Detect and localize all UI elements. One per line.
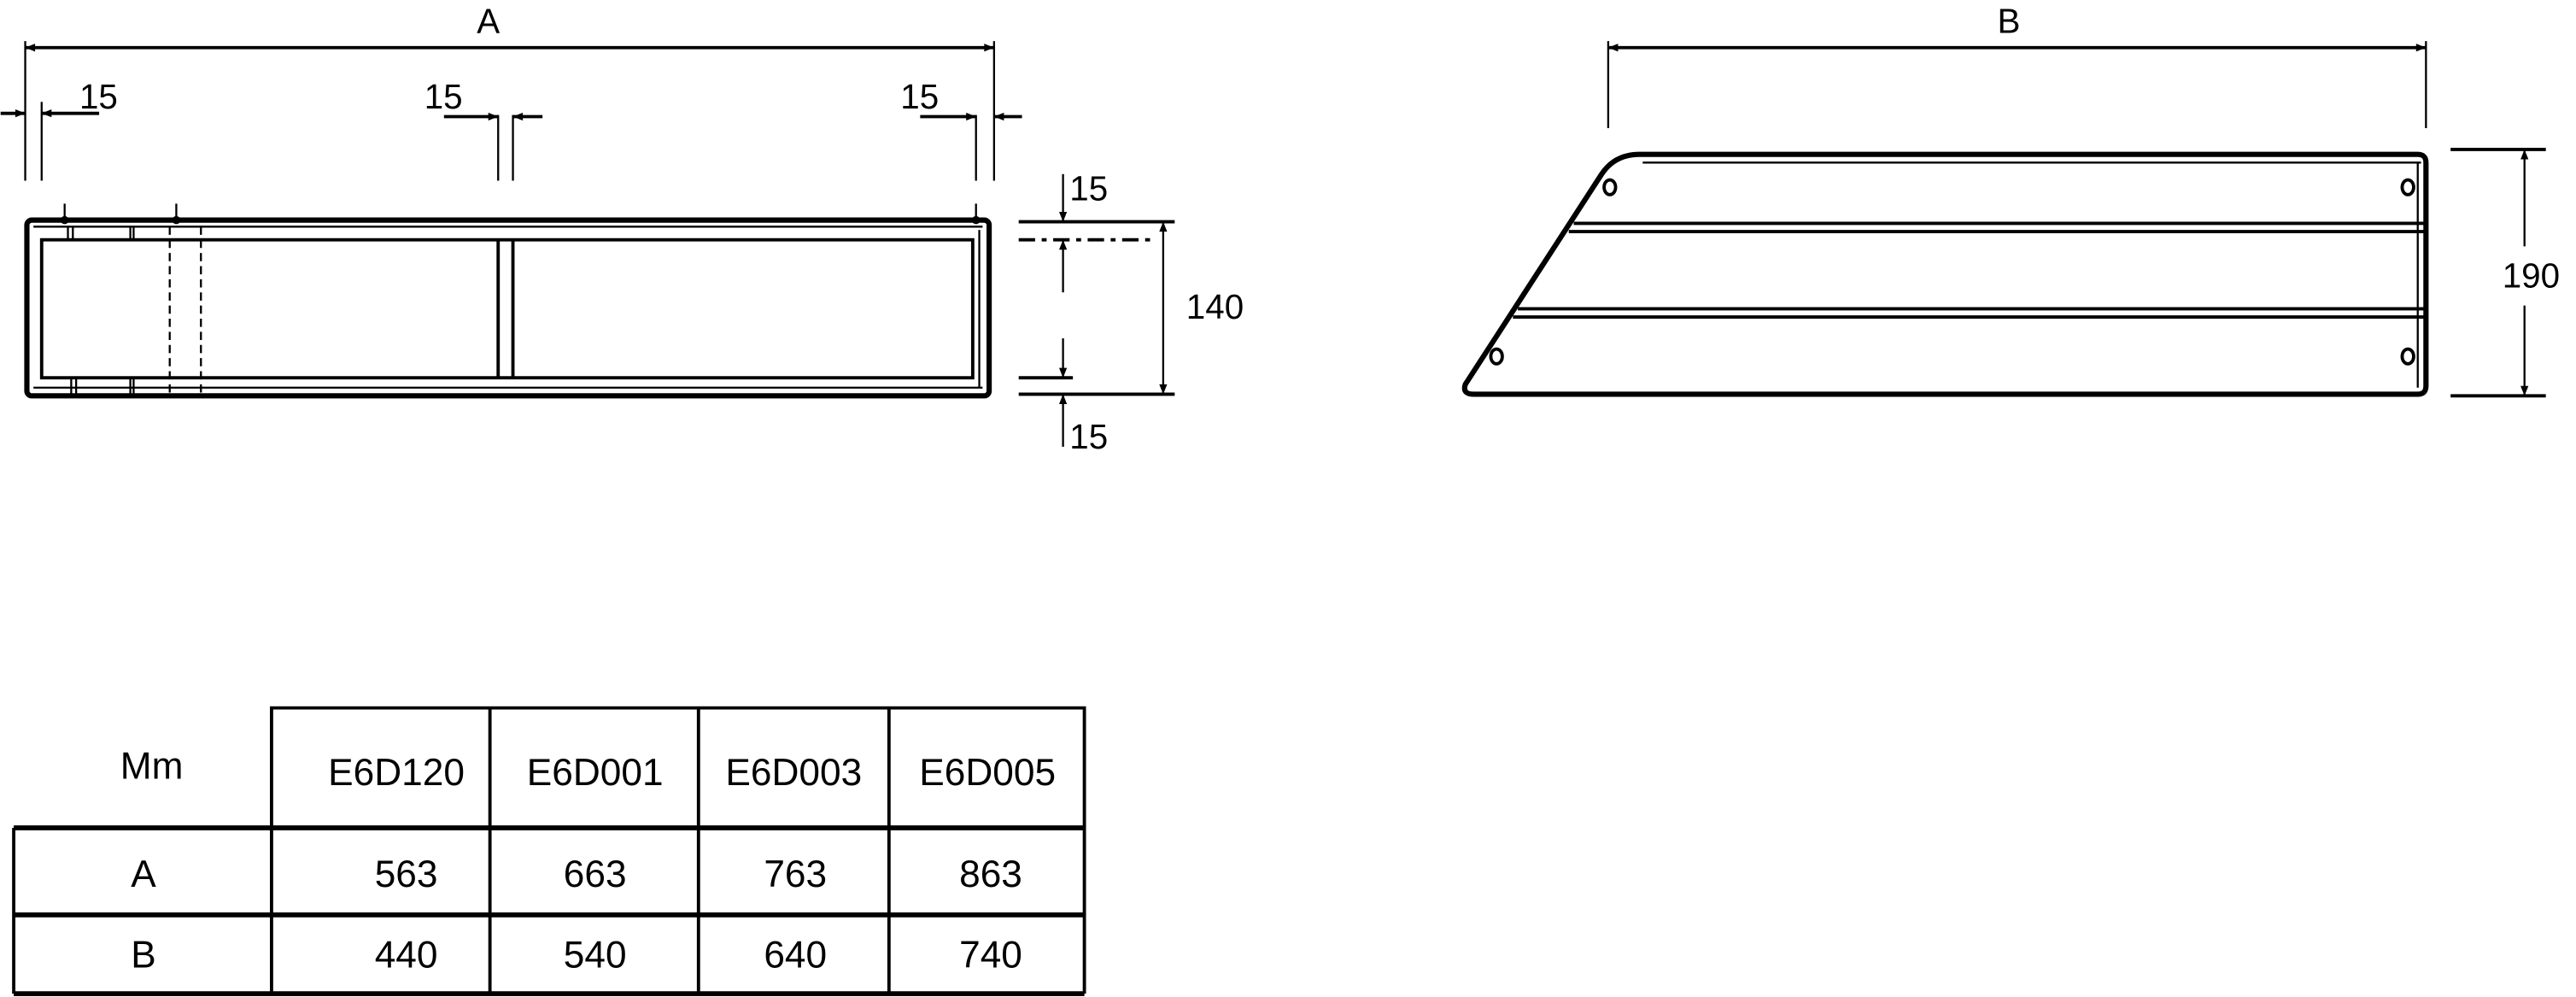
side-view: B 190 [1461,1,2560,398]
dimension-height-140: 140 [1018,220,1244,396]
screw-markers [60,203,981,225]
dimension-top-rail: 15 [1058,169,1108,293]
table-column-header: E6D001 [527,752,664,794]
table-cell: 540 [564,934,627,976]
dimension-a-label: A [477,1,500,40]
dimension-bottom-rail-label: 15 [1069,417,1108,456]
dimension-b: B [1607,1,2427,128]
table-row: B 440 540 640 740 [131,934,1022,976]
table-row: A 563 663 763 863 [131,853,1022,895]
dimension-table: Mm E6D120 E6D001 E6D003 E6D005 A 563 663… [12,706,1086,997]
table-column-header: E6D003 [725,752,862,794]
dimension-left-gap-label: 15 [79,77,118,116]
table-cell: 640 [764,934,827,976]
table-grid [12,706,1086,997]
table-column-header: E6D120 [328,752,465,794]
dimension-a: A [24,1,996,181]
table-cell: 740 [959,934,1022,976]
table-unit-header: Mm [120,745,184,787]
rack-front-outline [24,217,992,399]
front-view: A 15 15 15 [0,1,1244,456]
dimension-middle-gap: 15 [424,77,543,181]
table-cell: 440 [375,934,438,976]
dimension-left-gap: 15 [0,77,118,181]
dimension-middle-gap-label: 15 [424,77,463,116]
dimension-190-label: 190 [2503,255,2560,295]
dimension-height-190: 190 [2450,148,2560,398]
table-cell: 563 [375,853,438,895]
dimension-height-label: 140 [1186,287,1244,326]
dimension-bottom-rail: 15 [1058,338,1108,456]
dimension-right-gap-label: 15 [900,77,939,116]
table-cell: 663 [564,853,627,895]
table-cell: 763 [764,853,827,895]
mounting-holes [1489,178,2415,366]
table-row-label: A [131,853,156,895]
dimension-right-gap: 15 [900,77,1022,181]
table-row-label: B [131,934,155,976]
shelf-side-outline [1461,151,2429,397]
table-column-header: E6D005 [919,752,1056,794]
dimension-top-rail-label: 15 [1069,169,1108,208]
dimension-b-label: B [1998,1,2021,40]
table-cell: 863 [959,853,1022,895]
